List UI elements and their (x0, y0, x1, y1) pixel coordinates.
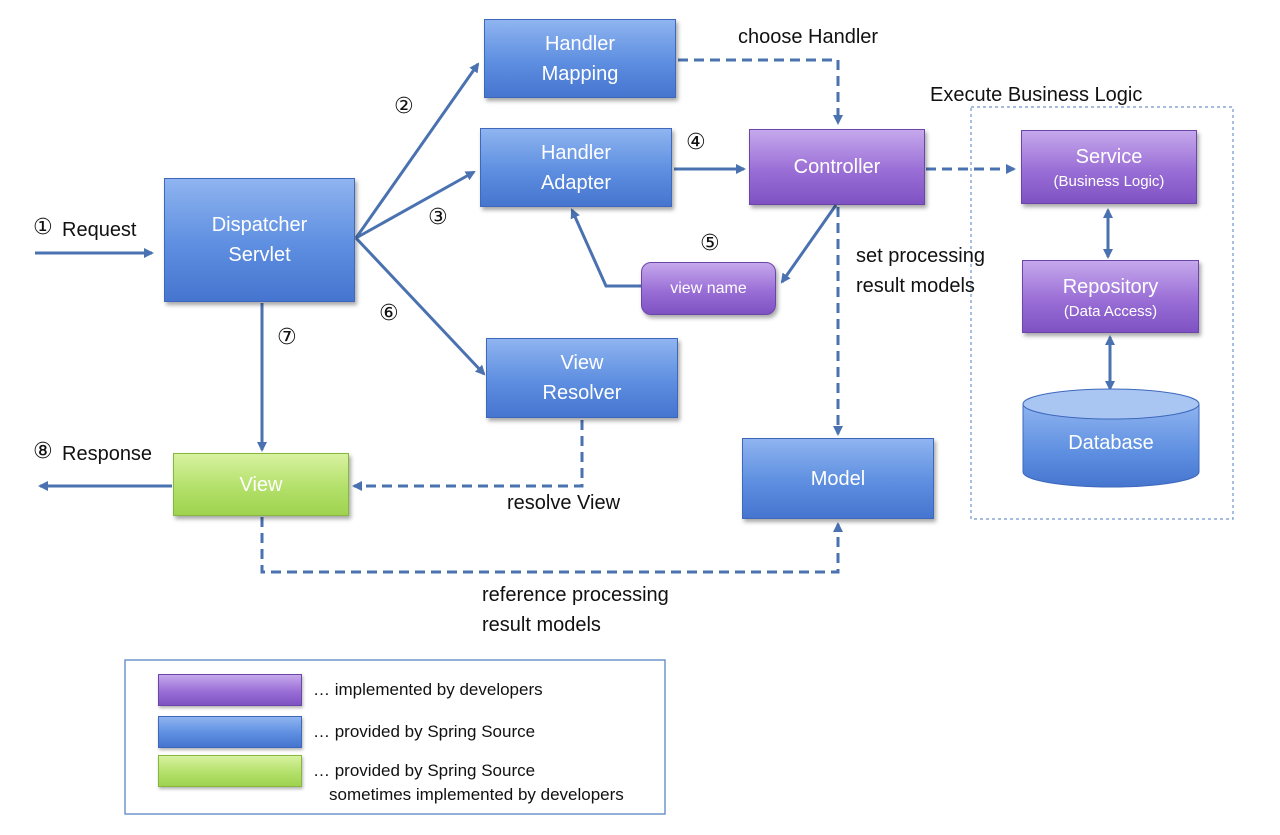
step-3: ③ (428, 205, 448, 230)
view-name-box: view name (641, 262, 776, 315)
handler-mapping-line1: Handler (544, 32, 616, 55)
step-2: ② (394, 94, 414, 119)
arrow-view-name-to-adapter (570, 208, 641, 288)
arrow-to-view-name (780, 204, 838, 284)
legend-swatch-blue (158, 716, 302, 748)
dispatcher-servlet-line2: Servlet (228, 244, 291, 266)
model-box: Model (742, 438, 934, 519)
choose-handler-label: choose Handler (738, 26, 879, 48)
request-label: Request (62, 219, 137, 241)
dispatcher-servlet-box: Dispatcher Servlet (164, 178, 355, 302)
step-7: ⑦ (277, 325, 297, 350)
response-label: Response (62, 443, 153, 465)
repository-subtitle: (Data Access) (1063, 302, 1158, 320)
reference-arrow (260, 517, 843, 574)
step-6: ⑥ (379, 301, 399, 326)
handler-adapter-box: Handler Adapter (480, 128, 672, 207)
legend-frame (124, 659, 666, 815)
set-processing-line2: result models (856, 275, 975, 297)
step-4: ④ (686, 130, 706, 155)
step-8: ⑧ (33, 439, 53, 464)
controller-label: Controller (793, 156, 881, 178)
reference-processing-line2: result models (482, 614, 601, 636)
legend-swatch-green (158, 755, 302, 787)
arrow-to-view-resolver (354, 236, 486, 376)
model-label: Model (810, 467, 866, 490)
repository-title: Repository (1062, 275, 1159, 298)
controller-box: Controller (749, 129, 925, 205)
legend-text-blue: … provided by Spring Source (313, 722, 536, 741)
step-1: ① (33, 215, 53, 240)
arrow-to-handler-adapter (355, 170, 476, 240)
service-title: Service (1075, 146, 1143, 168)
step-5: ⑤ (700, 231, 720, 256)
repository-box: Repository (Data Access) (1022, 260, 1199, 333)
legend-text-green-line1: … provided by Spring Source (313, 761, 536, 780)
legend-text-purple: … implemented by developers (313, 680, 543, 699)
dispatcher-servlet-line1: Dispatcher (211, 214, 308, 236)
legend-swatch-purple (158, 674, 302, 706)
view-resolver-box: View Resolver (486, 338, 678, 418)
resolve-view-label: resolve View (507, 492, 621, 514)
service-subtitle: (Business Logic) (1053, 173, 1165, 190)
service-box: Service (Business Logic) (1021, 130, 1197, 204)
set-processing-line1: set processing (856, 245, 985, 267)
choose-handler-arrow (678, 58, 843, 125)
view-resolver-line1: View (560, 352, 604, 374)
database-cylinder (1022, 388, 1200, 488)
handler-adapter-line2: Adapter (540, 171, 612, 194)
database-label: Database (1068, 432, 1154, 454)
business-logic-frame (970, 106, 1234, 520)
reference-processing-line1: reference processing (482, 584, 669, 606)
view-name-label: view name (670, 279, 747, 297)
legend-text-green-line2: sometimes implemented by developers (329, 785, 624, 804)
handler-mapping-box: Handler Mapping (484, 19, 676, 98)
resolve-view-arrow (352, 420, 584, 491)
handler-adapter-line1: Handler (540, 141, 612, 164)
handler-mapping-line2: Mapping (541, 62, 619, 85)
view-label: View (239, 473, 283, 496)
execute-business-logic-label: Execute Business Logic (930, 84, 1143, 106)
arrow-to-handler-mapping (354, 62, 480, 239)
view-box: View (173, 453, 349, 516)
view-resolver-line2: Resolver (542, 382, 622, 404)
